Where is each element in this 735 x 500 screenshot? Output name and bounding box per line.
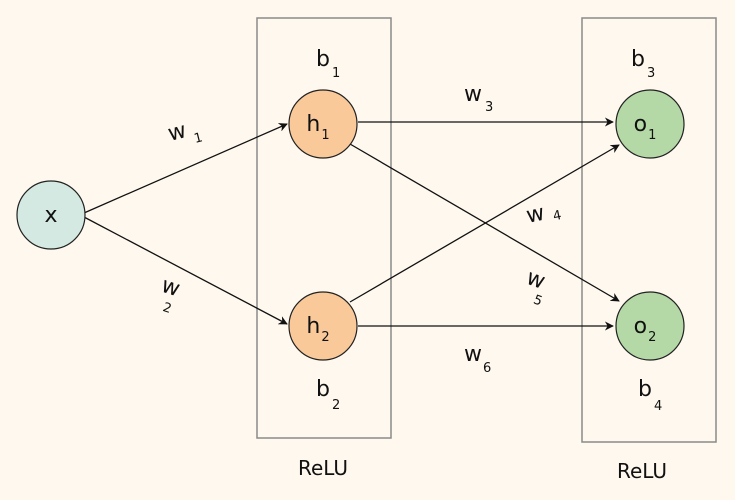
bias-b3: b3 bbox=[631, 47, 655, 81]
hidden-layer-box bbox=[256, 17, 392, 439]
node-x-circle bbox=[16, 180, 86, 250]
node-o2-label: o2 bbox=[634, 314, 657, 345]
hidden-activation-label: ReLU bbox=[298, 456, 348, 480]
node-h1: h1 bbox=[288, 89, 358, 159]
node-o2: o2 bbox=[615, 291, 685, 361]
node-x: x bbox=[16, 180, 86, 250]
weight-w6: w6 bbox=[464, 342, 491, 376]
output-layer-box bbox=[581, 17, 717, 443]
weight-w5: w5 bbox=[518, 265, 552, 309]
output-activation-label: ReLU bbox=[617, 459, 667, 483]
bias-b4: b4 bbox=[638, 377, 662, 414]
weight-w3: w3 bbox=[464, 82, 493, 115]
edge-x-h1 bbox=[83, 123, 288, 214]
node-o1-circle bbox=[615, 89, 685, 159]
node-h1-circle bbox=[288, 89, 358, 159]
edge-h1-o2 bbox=[349, 143, 620, 302]
weight-w2: w2 bbox=[153, 273, 183, 318]
node-o1: o1 bbox=[615, 89, 685, 159]
edge-h2-o1 bbox=[349, 144, 620, 303]
bias-b1: b1 bbox=[316, 47, 340, 81]
node-h2: h2 bbox=[288, 291, 358, 361]
edge-x-h2 bbox=[83, 216, 288, 325]
node-x-label: x bbox=[44, 203, 57, 228]
bias-b2: b2 bbox=[316, 377, 340, 413]
node-o2-circle bbox=[615, 291, 685, 361]
node-o1-label: o1 bbox=[634, 112, 657, 143]
node-h1-label: h1 bbox=[306, 112, 329, 143]
node-h2-circle bbox=[288, 291, 358, 361]
node-h2-label: h2 bbox=[306, 314, 329, 345]
